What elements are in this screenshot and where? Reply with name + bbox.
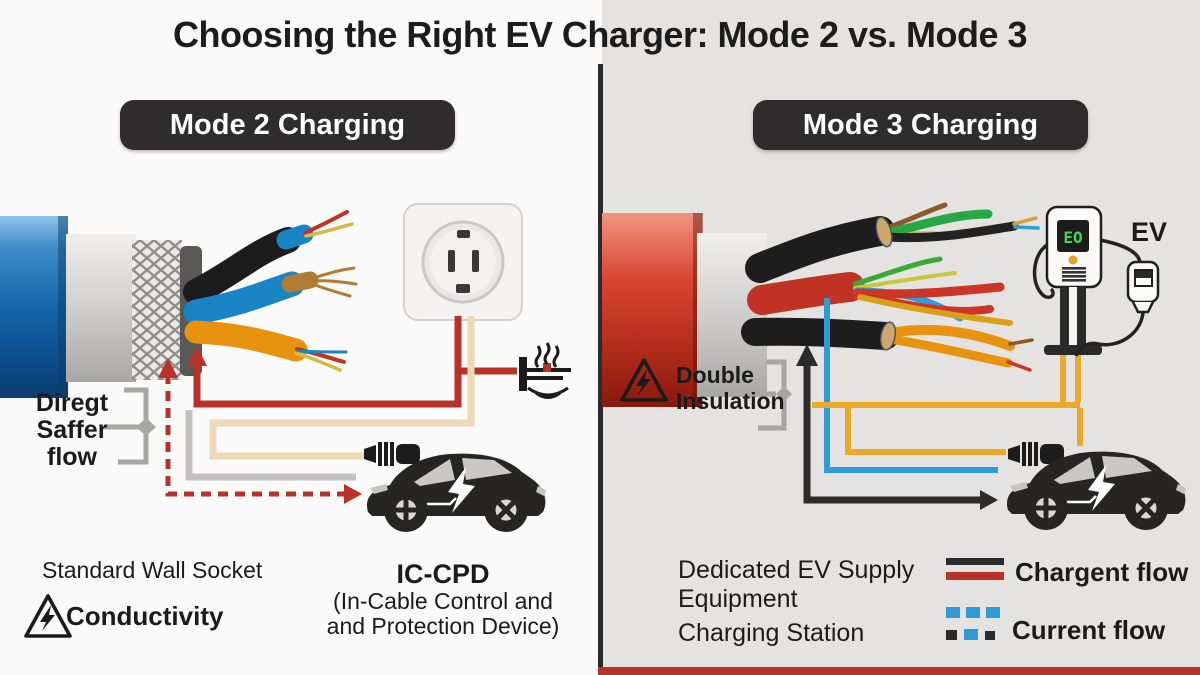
- wall-socket: [403, 203, 523, 321]
- ev-label: EV: [1131, 217, 1168, 247]
- panel-divider: [598, 64, 603, 675]
- conductivity-label: Conductivity: [66, 601, 224, 631]
- ic-cpd-block: IC-CPD (In-Cable Control and and Protect…: [288, 559, 598, 639]
- flow-note-label: Diregt Saffer flow: [24, 390, 120, 471]
- mode2-cable-cross-section: [0, 210, 358, 398]
- ev-charge-plug-icon: [364, 442, 420, 466]
- mode3-flow-lines: [796, 298, 1083, 510]
- evse-label: Dedicated EV Supply Equipment: [678, 556, 914, 613]
- charging-station: EO: [1032, 205, 1160, 357]
- bottom-red-strip: [598, 667, 1200, 675]
- legend-current-flow-label: Current flow: [1012, 615, 1166, 645]
- station-connector-icon: [1074, 260, 1160, 357]
- ic-cpd-title: IC-CPD: [396, 559, 490, 589]
- charging-station-label: Charging Station: [678, 619, 865, 647]
- double-insulation-line2: Insulation: [676, 388, 785, 415]
- flow-note-line1: Diregt: [35, 389, 109, 417]
- ev-car-mode3: [1005, 450, 1188, 532]
- mode2-flow-lines: [158, 316, 517, 504]
- legend-charge-flow-label: Chargent flow: [1015, 557, 1189, 587]
- mode2-badge: Mode 2 Charging: [120, 100, 455, 150]
- ic-cpd-sub2: and Protection Device): [326, 612, 560, 639]
- ic-cpd-sub1: (In-Cable Control and: [333, 588, 553, 615]
- legend-charge-flow-swatch: [946, 558, 1004, 580]
- flow-note-line2: Saffer: [36, 416, 108, 444]
- flow-note-line3: flow: [47, 443, 97, 471]
- double-insulation-label: Double Insulation: [676, 362, 785, 415]
- evse-line1: Dedicated EV Supply: [678, 556, 915, 584]
- evse-line2: Equipment: [678, 584, 798, 613]
- mode3-badge: Mode 3 Charging: [753, 100, 1088, 150]
- double-insulation-line1: Double: [676, 362, 754, 388]
- mode3-cable-cross-section: [602, 202, 1040, 407]
- page-title: Choosing the Right EV Charger: Mode 2 vs…: [172, 14, 1028, 55]
- station-screen-text: EO: [1063, 228, 1082, 247]
- legend-current-flow-swatch: [946, 607, 1000, 640]
- overheat-ground-icon: [519, 342, 571, 399]
- insulation-note-bracket: [758, 359, 792, 431]
- wall-socket-label: Standard Wall Socket: [42, 557, 263, 583]
- flow-note-bracket: [104, 387, 156, 465]
- warning-triangle-icon: [24, 594, 72, 638]
